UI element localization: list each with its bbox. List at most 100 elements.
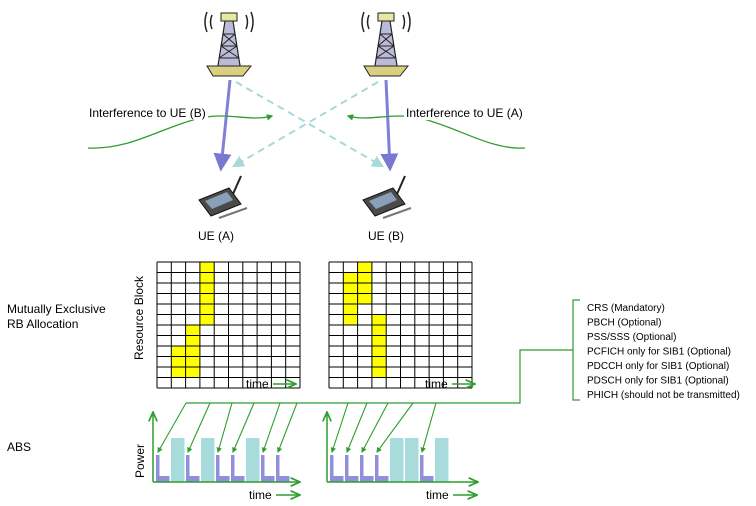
abs-pointer-arrow [277,402,298,454]
abs-subframe-crs-bar [375,455,379,482]
abs-subframe-crs-bar [276,455,280,482]
abs-subframe-crs-bar [420,455,424,482]
abs-normal-subframe-bar [246,438,260,482]
interference-label-left: Interference to UE (B) [89,106,206,120]
abs-chart-ylabel: Power [133,444,147,478]
abs-subframe-crs-bar [261,455,265,482]
interference-squiggle-left [87,114,274,149]
rb-filled-cell [185,346,200,357]
rb-filled-cell [371,367,387,378]
rb-filled-cell [357,262,372,273]
rb-filled-cell [185,367,200,378]
abs-subframe-floor-bar [156,476,170,482]
abs-pointer-arrow [216,402,233,454]
abs-chart-ue-a [153,412,300,482]
rb-filled-cell [343,283,358,294]
abs-subframe-floor-bar [231,476,245,482]
abs-pointer-arrow [157,402,187,453]
rb-grid-ylabel: Resource Block [132,275,146,360]
abs-subframe-crs-bar [186,455,190,482]
rb-filled-cell [199,272,215,283]
abs-chart-b-time-label: time [426,488,449,502]
rb-filled-cell [343,314,358,325]
rb-grid-ue-b [328,261,473,389]
interference-arrow-to-b [235,81,385,168]
ue-b-device-icon [362,175,412,219]
rb-grid-b-time-label: time [425,377,448,391]
rb-filled-cell [185,335,200,346]
abs-pointer-arrow [261,402,281,454]
abs-pointer-arrow [232,402,255,454]
abs-subframe-crs-bar [360,455,364,482]
abs-label: ABS [7,440,31,454]
rb-filled-cell [357,272,372,283]
rb-filled-cell [371,314,387,325]
abs-subframe-floor-bar [330,476,344,482]
abs-subframe-floor-bar [261,476,275,482]
rb-filled-cell [199,293,215,304]
rb-filled-cell [371,346,387,357]
rb-filled-cell [343,272,358,283]
abs-subframe-crs-bar [156,455,160,482]
abs-pointer-arrow [420,402,437,454]
abs-subframe-floor-bar [276,476,290,482]
abs-subframe-floor-bar [186,476,200,482]
rb-filled-cell [371,325,387,336]
tower-b-icon [361,11,411,77]
abs-channel-item: CRS (Mandatory) [587,303,665,314]
rb-grid-ue-a [156,261,301,389]
abs-channel-item: PDSCH only for SIB1 (Optional) [587,376,729,387]
ue-a-device-icon [198,175,248,219]
rb-filled-cell [343,304,358,315]
rb-filled-cell [171,346,186,357]
rb-filled-cell [171,356,186,367]
ue-b-label: UE (B) [368,229,404,243]
abs-subframe-crs-bar [345,455,349,482]
rb-filled-cell [171,367,186,378]
abs-pointer-arrow [330,402,349,454]
abs-connector-line [186,349,573,404]
serving-arrow-a [213,79,232,172]
abs-subframe-floor-bar [345,476,359,482]
abs-chart-a-time-label: time [249,488,272,502]
abs-pointer-arrow [346,402,368,454]
abs-subframe-floor-bar [216,476,230,482]
abs-subframe-crs-bar [216,455,220,482]
interference-squiggle-right [346,114,526,149]
rb-filled-cell [357,293,372,304]
abs-channel-item: PCFICH only for SIB1 (Optional) [587,347,731,358]
abs-normal-subframe-bar [390,438,404,482]
rb-filled-cell [185,356,200,367]
abs-channel-item: PHICH (should not be transmitted) [587,390,740,401]
rb-filled-cell [343,293,358,304]
rb-filled-cell [371,356,387,367]
rb-allocation-label-line1: Mutually Exclusive [7,302,106,316]
abs-channel-item: PDCCH only for SIB1 (Optional) [587,361,729,372]
abs-chart-ue-b [327,412,478,482]
rb-allocation-label-line2: RB Allocation [7,317,78,331]
rb-filled-cell [199,304,215,315]
abs-channel-bracket [572,299,580,401]
abs-subframe-floor-bar [420,476,434,482]
rb-filled-cell [185,325,200,336]
abs-subframe-floor-bar [360,476,374,482]
rb-filled-cell [199,262,215,273]
rb-filled-cell [371,335,387,346]
abs-channel-item: PBCH (Optional) [587,318,661,329]
abs-pointer-arrows [157,402,437,454]
abs-subframe-floor-bar [375,476,389,482]
rb-grid-a-time-label: time [246,377,269,391]
ue-a-label: UE (A) [198,229,234,243]
interference-label-right: Interference to UE (A) [406,106,523,120]
abs-channel-list: CRS (Mandatory) PBCH (Optional) PSS/SSS (O… [587,303,740,401]
abs-pointer-arrow [361,402,389,453]
tower-a-icon [204,11,254,77]
abs-channel-item: PSS/SSS (Optional) [587,332,676,343]
rb-filled-cell [199,283,215,294]
serving-arrow-b [380,79,399,172]
abs-normal-subframe-bar [405,438,419,482]
rb-filled-cell [199,314,215,325]
abs-normal-subframe-bar [435,438,449,482]
abs-subframe-crs-bar [231,455,235,482]
